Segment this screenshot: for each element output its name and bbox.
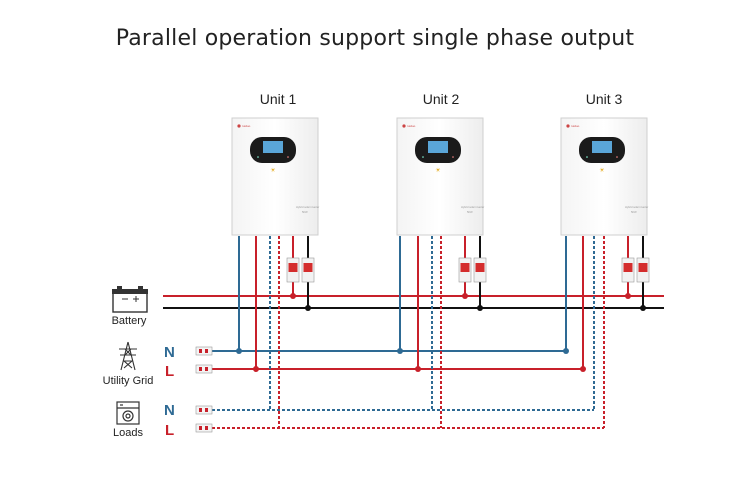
diagram-title: Parallel operation support single phase …	[115, 26, 635, 51]
inverter-unit-1: Unit 1 ruiduo ☀ Hybrid solar inverter 5K…	[231, 91, 319, 428]
unit-1-model: 5KW	[302, 210, 308, 214]
unit-1-breaker	[286, 257, 315, 283]
load-l-connector	[195, 423, 213, 433]
grid-l-label: L	[165, 363, 174, 380]
unit-1-label: Unit 1	[260, 91, 297, 107]
svg-text:☀: ☀	[599, 167, 605, 174]
svg-text:☀: ☀	[435, 167, 441, 174]
unit-3-brand: ruiduo	[571, 124, 580, 128]
battery-source: Battery	[112, 286, 148, 327]
unit-2-panel-text: Hybrid solar inverter	[461, 205, 484, 209]
utility-grid-label: Utility Grid	[103, 375, 154, 387]
unit-3-panel-text: Hybrid solar inverter	[625, 205, 648, 209]
grid-n-connector	[195, 346, 213, 356]
unit-2-model: 5KW	[467, 210, 473, 214]
unit-3-label: Unit 3	[586, 91, 623, 107]
unit-2-label: Unit 2	[423, 91, 460, 107]
battery-label: Battery	[112, 315, 147, 327]
battery-bus	[163, 295, 664, 309]
load-l-label: L	[165, 422, 174, 439]
svg-text:☀: ☀	[270, 167, 276, 174]
loads-source: Loads N L	[113, 401, 213, 439]
grid-n-label: N	[164, 344, 175, 361]
power-tower-icon	[119, 341, 137, 371]
load-n-label: N	[164, 402, 175, 419]
utility-grid-source: Utility Grid N L	[103, 341, 213, 387]
loads-label: Loads	[113, 427, 143, 439]
battery-icon	[112, 286, 148, 313]
unit-2-brand: ruiduo	[407, 124, 416, 128]
appliance-icon	[116, 401, 140, 425]
unit-3-model: 5KW	[631, 210, 637, 214]
unit-1-panel-text: Hybrid solar inverter	[296, 205, 319, 209]
inverter-unit-2: Unit 2 ruiduo ☀ Hybrid solar inverter 5K…	[396, 91, 487, 428]
load-n-connector	[195, 405, 213, 415]
unit-2-breaker	[458, 257, 487, 283]
inverter-unit-3: Unit 3 ruiduo ☀ Hybrid solar inverter 5K…	[560, 91, 650, 428]
grid-bus	[212, 350, 583, 370]
unit-3-breaker	[621, 257, 650, 283]
unit-1-brand: ruiduo	[242, 124, 251, 128]
grid-l-connector	[195, 364, 213, 374]
load-bus	[212, 409, 604, 429]
